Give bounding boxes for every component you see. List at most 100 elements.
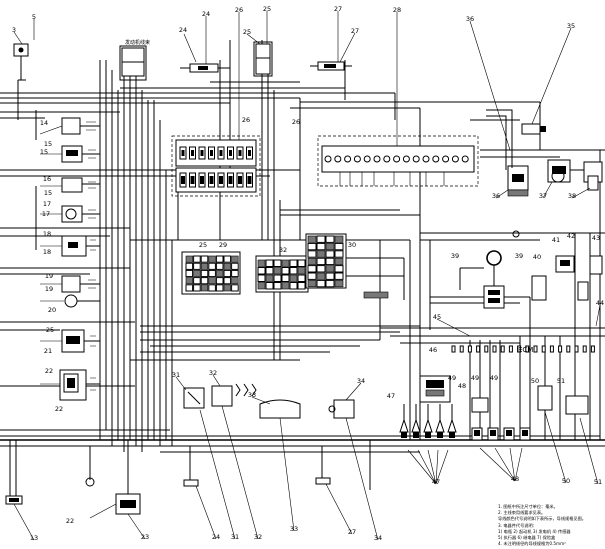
cluster-indicator (334, 155, 342, 163)
connector-pin (281, 267, 290, 275)
connector-pin (200, 269, 209, 278)
callout-number: 33 (248, 391, 256, 399)
callout-number: 17 (42, 210, 50, 218)
connector-pin (325, 279, 335, 288)
connector-pin (231, 277, 239, 285)
note-line: 4. 未注明线径的导线规格为0.5mm² (498, 540, 566, 547)
connector-pin (231, 269, 239, 278)
connector-pin (334, 280, 344, 288)
connector-pin (334, 250, 344, 258)
center-lower-components (175, 374, 362, 419)
connector-pin (223, 262, 231, 270)
ecm-connectors (399, 304, 601, 485)
callout-number: 28 (393, 6, 401, 14)
callout-number: 18 (43, 248, 51, 256)
ecm-pin (459, 345, 464, 353)
callout-number: 18 (43, 230, 51, 238)
callout-number: 43 (592, 234, 600, 242)
callout-number: 26 (242, 116, 250, 124)
ecm-label: ECM (518, 346, 533, 354)
callout-number: 32 (209, 369, 217, 377)
connector-pin (193, 255, 201, 263)
callout-number: 45 (433, 313, 441, 321)
connector-pin (273, 282, 282, 290)
callout-number: 46 (429, 346, 437, 354)
connector-pin (208, 255, 216, 263)
connector-pin (231, 262, 239, 270)
callout-number: 22 (45, 367, 53, 375)
callout-number: 22 (55, 405, 63, 413)
callout-number: 3 (12, 26, 16, 34)
callout-number: 20 (48, 306, 56, 314)
ecm-pin (492, 345, 497, 353)
right-mid-components (459, 230, 603, 309)
connector-pin (289, 282, 298, 290)
connector-pin (334, 257, 344, 265)
callout-number: 39 (515, 252, 523, 260)
connector-pin (289, 267, 298, 275)
callout-number: 37 (539, 192, 547, 200)
cluster-indicator (363, 155, 371, 163)
callout-number: 34 (374, 534, 382, 542)
callout-number: 16 (43, 175, 51, 183)
connector-pin (316, 265, 326, 273)
callout-number: 17 (43, 200, 51, 208)
notes-block: 1. 图纸中所注尺寸单位：毫米。 2. 主线束用线要求见表。 导线颜色代号说明如… (498, 503, 586, 547)
callout-number: 19 (45, 272, 53, 280)
connector-pin (325, 272, 335, 280)
connector-pin (316, 272, 326, 280)
connector-pin (265, 259, 274, 267)
connector-pin (265, 282, 274, 290)
callout-number: 5 (32, 13, 36, 21)
cluster-indicator (383, 155, 391, 163)
cluster-indicator (393, 155, 401, 163)
connector-pin (208, 262, 216, 270)
connector-pin (215, 284, 224, 292)
callout-number: 24 (212, 533, 220, 541)
connector-pin (281, 274, 290, 282)
connector-pin (257, 267, 266, 275)
callout-number: 31 (172, 371, 180, 379)
ecm-pin (517, 345, 522, 353)
callout-number: 13 (30, 534, 38, 542)
ecm-pin (574, 345, 579, 353)
connector-pin (289, 259, 298, 267)
cluster-indicator (373, 155, 381, 163)
connector-pin (185, 262, 194, 270)
connector-pin (185, 269, 194, 278)
callout-number: 26 (235, 6, 243, 14)
callout-number: 50 (531, 377, 539, 385)
ecm-pin (533, 345, 538, 353)
callout-number: 15 (44, 189, 52, 197)
ecm-plug (447, 418, 457, 433)
ecm-pin (582, 345, 587, 353)
connector-pin (185, 255, 193, 263)
callout-number: 15 (40, 148, 48, 156)
connector-pin (325, 235, 335, 243)
connector-pin (193, 284, 201, 292)
connector-pin (307, 250, 317, 258)
callout-number: 14 (40, 119, 48, 127)
callout-number: 48 (458, 382, 466, 390)
cluster-indicator (422, 155, 430, 163)
note-line: 1) 电瓶 2) 起动机 3) 发电机 4) 传感器 (498, 528, 571, 535)
connector-pin (231, 255, 239, 263)
connector-pin (307, 242, 317, 251)
connector-pin (325, 243, 335, 251)
note-line: 1. 图纸中所注尺寸单位：毫米。 (498, 503, 558, 510)
connector-pin (257, 282, 266, 290)
connector-pin (216, 270, 224, 277)
connector-pin (325, 265, 335, 273)
callout-number: 25 (243, 28, 251, 36)
callout-number: 47 (387, 392, 395, 400)
callout-number: 25 (199, 241, 207, 249)
connector-pin (193, 270, 201, 277)
callout-number: 32 (279, 246, 287, 254)
connector-pin (231, 284, 239, 292)
callout-number: 24 (179, 26, 187, 34)
callout-number: 36 (466, 15, 474, 23)
connector-pin (265, 274, 274, 282)
callout-number: 44 (596, 299, 604, 307)
callout-number: 40 (533, 253, 541, 261)
connector-pin (316, 257, 326, 266)
